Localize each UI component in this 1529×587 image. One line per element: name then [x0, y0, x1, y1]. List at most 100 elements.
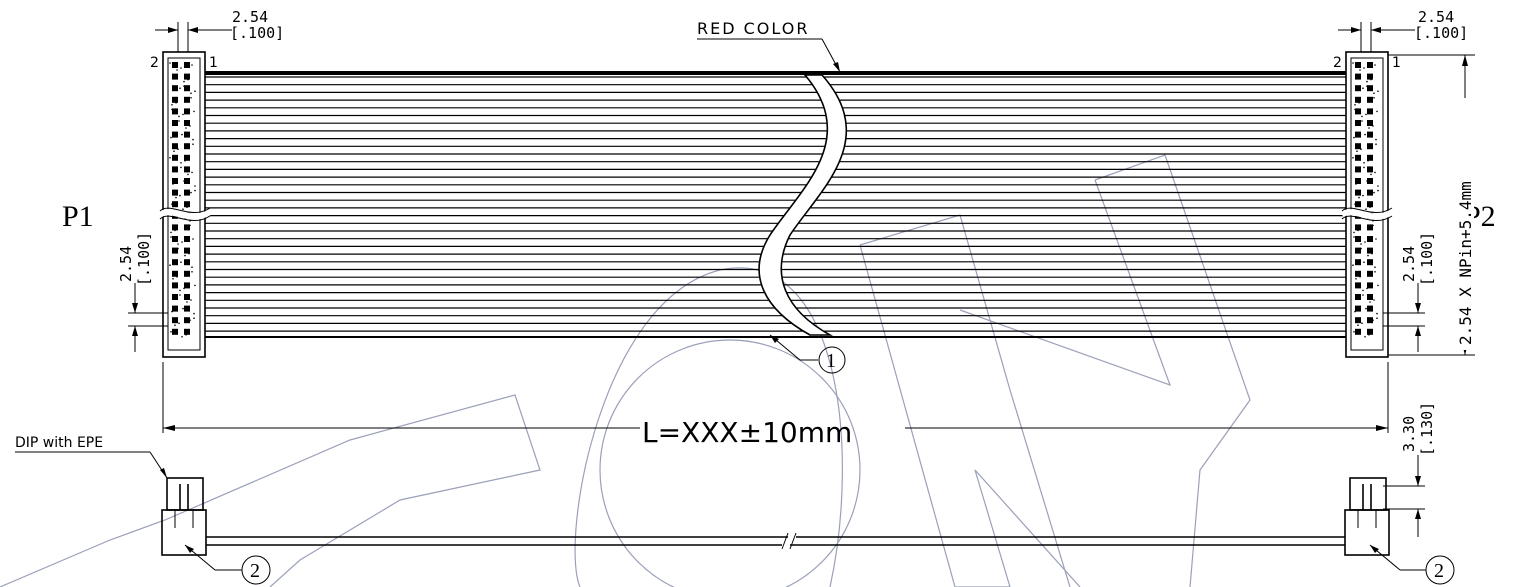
connector-pin — [1355, 62, 1361, 68]
connector-pin — [172, 62, 178, 68]
housing-texture-dot — [189, 224, 191, 227]
housing-texture-dot — [181, 336, 183, 338]
housing-texture-dot — [1375, 138, 1377, 141]
connector-pin — [1367, 143, 1373, 150]
housing-texture-dot — [191, 271, 193, 273]
housing-texture-dot — [1372, 319, 1374, 322]
housing-texture-dot — [171, 203, 173, 205]
housing-texture-dot — [1366, 180, 1368, 182]
connector-pin — [1355, 143, 1361, 150]
pitch-side-left-in: [.100] — [135, 232, 153, 286]
connector-pin — [1367, 85, 1373, 92]
housing-texture-dot — [1367, 259, 1369, 262]
housing-texture-dot — [188, 145, 190, 147]
housing-texture-dot — [182, 307, 184, 310]
connector-pin — [1355, 73, 1361, 80]
connector-pin — [172, 131, 178, 138]
connector-pin — [184, 131, 190, 138]
housing-texture-dot — [187, 78, 189, 81]
housing-texture-dot — [1360, 148, 1362, 150]
housing-texture-dot — [1370, 78, 1372, 81]
housing-texture-dot — [183, 287, 185, 290]
housing-texture-dot — [180, 261, 182, 264]
housing-texture-dot — [1363, 162, 1365, 164]
connector-pin — [184, 236, 190, 242]
connector-pin — [172, 317, 178, 324]
housing-texture-dot — [1368, 334, 1370, 336]
housing-texture-dot — [194, 284, 196, 287]
housing-texture-dot — [185, 127, 187, 129]
housing-texture-dot — [1367, 160, 1369, 162]
connector-pin — [1355, 166, 1361, 173]
housing-texture-dot — [1374, 64, 1376, 66]
housing-texture-dot — [1377, 284, 1379, 287]
connector-pin — [172, 224, 178, 231]
housing-texture-dot — [181, 241, 183, 243]
housing-texture-dot — [1371, 252, 1373, 255]
red-color-label: RED COLOR — [697, 19, 809, 38]
width-dim: 2.54 X NPin+5.4mm — [1388, 54, 1475, 356]
housing-texture-dot — [171, 104, 173, 106]
housing-texture-dot — [186, 99, 188, 101]
housing-texture-dot — [192, 143, 194, 145]
housing-texture-dot — [1352, 264, 1354, 267]
housing-texture-dot — [1356, 150, 1358, 152]
side-view-left-connector — [161, 477, 207, 556]
connector-pin — [1355, 259, 1361, 266]
connector-pin — [1367, 131, 1373, 138]
connector-pin — [172, 143, 178, 150]
connector-pin — [172, 282, 178, 289]
housing-texture-dot — [185, 226, 187, 229]
housing-texture-dot — [175, 102, 177, 104]
connector-pin — [1367, 259, 1373, 266]
height-right-in: [.130] — [1418, 402, 1436, 456]
item-1-callout: 1 — [769, 334, 846, 374]
housing-texture-dot — [1357, 324, 1359, 327]
housing-texture-dot — [176, 69, 178, 71]
connector-pin — [1355, 178, 1361, 184]
length-dim: L=XXX±10mm — [162, 362, 1389, 449]
housing-texture-dot — [194, 90, 196, 92]
housing-texture-dot — [1375, 143, 1377, 145]
housing-texture-dot — [191, 266, 193, 269]
housing-texture-dot — [1362, 194, 1364, 197]
pitch-top-left-mm: 2.54 — [232, 8, 268, 26]
connector-pin — [184, 305, 190, 312]
housing-texture-dot — [1359, 168, 1361, 171]
connector-pin — [1355, 201, 1361, 208]
housing-texture-dot — [1354, 310, 1356, 313]
housing-texture-dot — [1373, 92, 1375, 94]
connector-pin — [1355, 328, 1361, 335]
pin-1-label-right: 1 — [1392, 55, 1401, 71]
housing-texture-dot — [1354, 203, 1356, 205]
length-label: L=XXX±10mm — [642, 416, 852, 449]
housing-texture-dot — [173, 155, 175, 157]
housing-texture-dot — [193, 110, 195, 113]
housing-texture-dot — [1368, 131, 1370, 134]
connector-pin — [1367, 270, 1373, 277]
housing-texture-dot — [1362, 289, 1364, 292]
housing-texture-dot — [1360, 243, 1362, 245]
connector-pin — [1355, 108, 1361, 115]
housing-texture-dot — [1372, 125, 1374, 127]
connector-pin — [184, 62, 190, 68]
pin-2-label-right: 2 — [1333, 55, 1342, 71]
housing-texture-dot — [1358, 102, 1360, 104]
connector-pin — [1367, 328, 1373, 335]
connector-pin — [184, 85, 190, 92]
housing-texture-dot — [169, 264, 171, 267]
housing-texture-dot — [1355, 282, 1357, 285]
housing-texture-dot — [185, 131, 187, 134]
connector-pin — [172, 328, 178, 335]
connector-pin — [184, 143, 190, 150]
pitch-top-right-in: [.100] — [1414, 24, 1468, 42]
housing-texture-dot — [180, 67, 182, 69]
connector-pin — [172, 73, 178, 80]
housing-texture-dot — [194, 189, 196, 192]
housing-texture-dot — [179, 294, 181, 296]
housing-texture-dot — [182, 208, 184, 210]
connector-pin — [1355, 131, 1361, 138]
cable-break — [758, 74, 847, 336]
height-dim-right: 3.30 [.130] — [1383, 402, 1436, 537]
housing-texture-dot — [1375, 238, 1377, 240]
